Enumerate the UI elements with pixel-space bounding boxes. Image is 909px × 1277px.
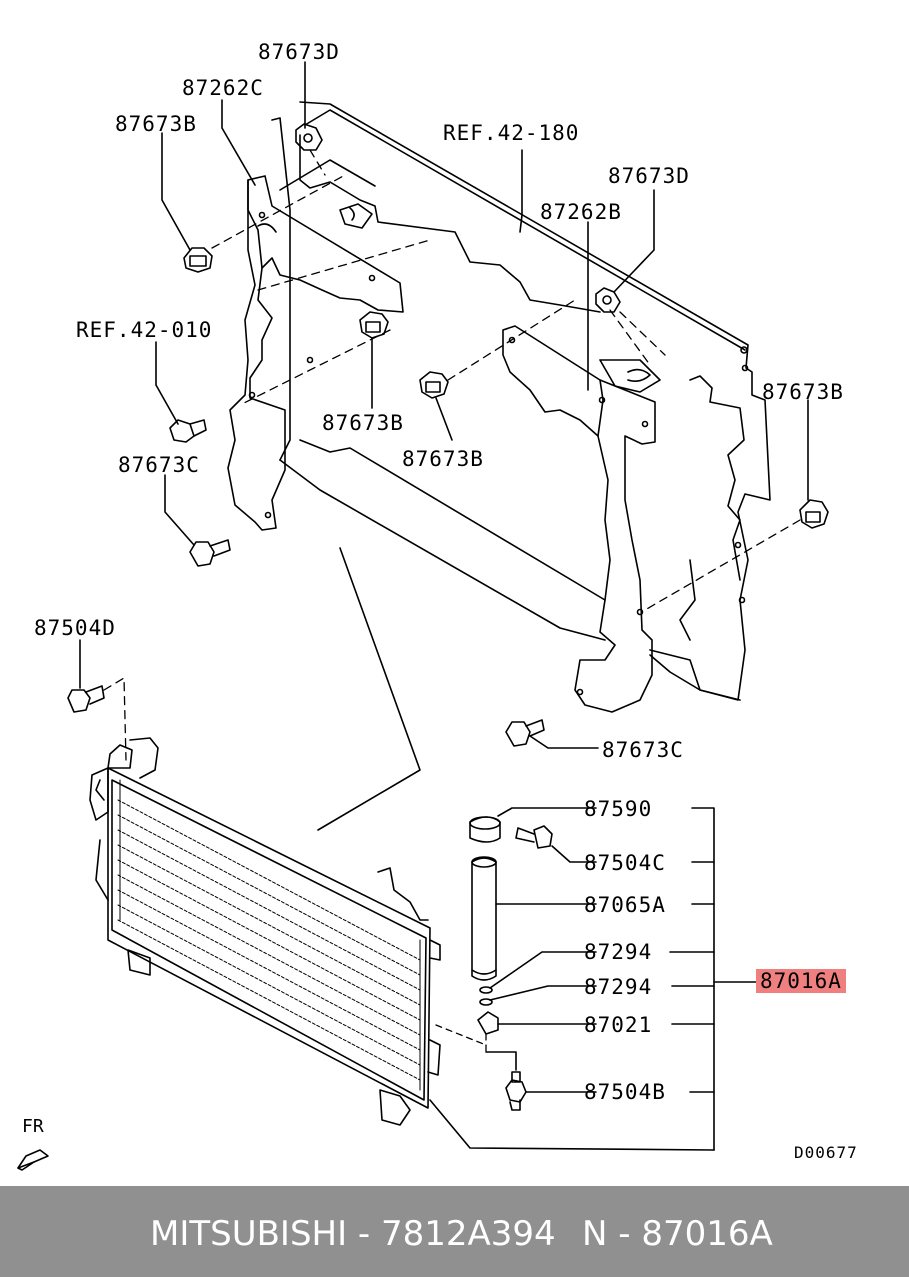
fasteners-upper bbox=[169, 123, 829, 747]
receiver-drier bbox=[435, 807, 757, 1151]
label-87673C-left: 87673C bbox=[118, 453, 200, 477]
leader-lines-upper bbox=[155, 61, 809, 831]
left-bracket bbox=[227, 117, 404, 531]
label-87016A-highlighted: 87016A bbox=[756, 969, 846, 993]
label-87262B: 87262B bbox=[540, 200, 622, 224]
label-87065A: 87065A bbox=[584, 893, 666, 917]
radiator-support-panel bbox=[279, 101, 771, 701]
right-bracket bbox=[502, 325, 656, 713]
label-87673B-mid1: 87673B bbox=[322, 411, 404, 435]
label-87294-a: 87294 bbox=[584, 940, 653, 964]
condenser bbox=[89, 737, 715, 1151]
label-87021: 87021 bbox=[584, 1013, 653, 1037]
label-87673B-right: 87673B bbox=[762, 380, 844, 404]
label-87294-b: 87294 bbox=[584, 975, 653, 999]
label-87504D: 87504D bbox=[34, 616, 116, 640]
footer-diagram-ref: N - 87016A bbox=[582, 1214, 773, 1254]
label-87673D-top: 87673D bbox=[258, 40, 340, 64]
label-87504C: 87504C bbox=[584, 851, 666, 875]
label-ref-42-010: REF.42-010 bbox=[76, 318, 213, 342]
label-87673B-topleft: 87673B bbox=[115, 112, 197, 136]
label-87262C: 87262C bbox=[182, 76, 264, 100]
label-87673C-bottom: 87673C bbox=[602, 738, 684, 762]
dashed-lines-upper bbox=[211, 149, 801, 611]
direction-label: FR bbox=[22, 1116, 44, 1137]
footer-bar: MITSUBISHI - 7812A394 N - 87016A bbox=[0, 1186, 909, 1277]
diagram-code: D00677 bbox=[794, 1143, 858, 1162]
label-87673B-mid2: 87673B bbox=[402, 447, 484, 471]
diagram-drawing bbox=[17, 61, 829, 1171]
bolt-87504D bbox=[67, 639, 127, 761]
label-ref-42-180: REF.42-180 bbox=[443, 121, 580, 145]
label-87590: 87590 bbox=[584, 797, 653, 821]
front-arrow-icon bbox=[17, 1149, 49, 1171]
parts-diagram: 87673D 87262C 87673B REF.42-180 87673D 8… bbox=[17, 40, 858, 1171]
footer-part-number: MITSUBISHI - 7812A394 bbox=[150, 1214, 556, 1254]
label-87673D-right: 87673D bbox=[608, 164, 690, 188]
label-87504B: 87504B bbox=[584, 1080, 666, 1104]
